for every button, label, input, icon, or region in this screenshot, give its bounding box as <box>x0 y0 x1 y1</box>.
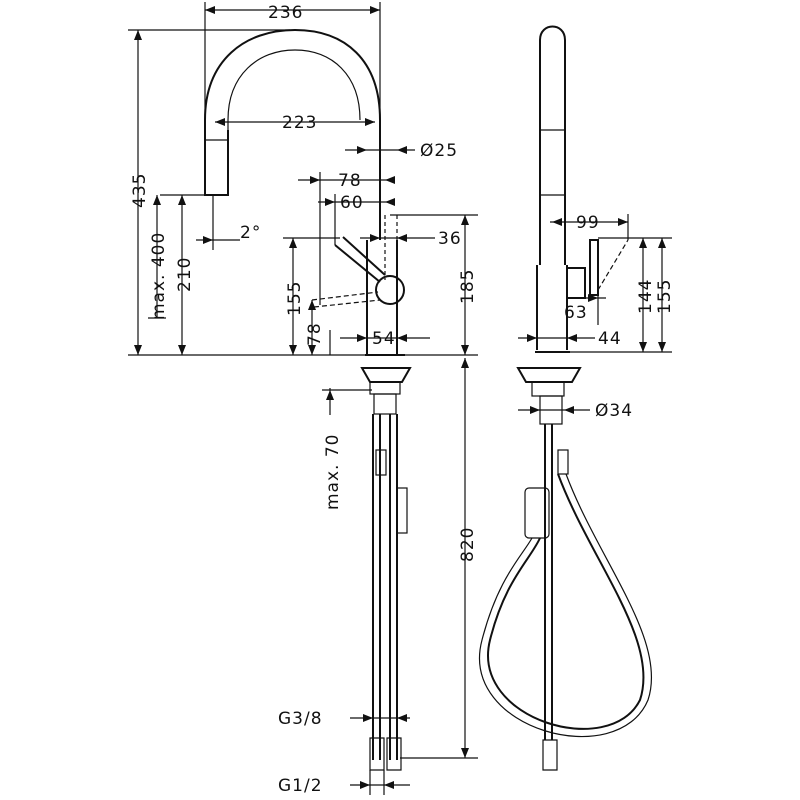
side-dimension-lines <box>518 214 672 414</box>
side-hose-weight <box>524 487 550 539</box>
dim-435: 435 <box>130 173 150 208</box>
dim-diameter-25: Ø25 <box>420 141 458 161</box>
supply-hose-right <box>389 414 398 760</box>
dim-223: 223 <box>282 113 317 133</box>
spray-head <box>204 130 229 196</box>
side-lever <box>589 239 599 296</box>
spout-outer <box>204 28 381 240</box>
side-view <box>479 25 653 771</box>
side-mounting-plate <box>516 367 582 383</box>
dim-36: 36 <box>438 229 462 249</box>
front-dimension-lines <box>128 2 478 795</box>
dim-60: 60 <box>340 193 364 213</box>
dim-g38: G3/8 <box>278 709 323 729</box>
side-body <box>536 265 568 350</box>
supply-hose-left <box>372 414 381 760</box>
side-spout <box>539 25 566 265</box>
lever-arm <box>334 236 386 283</box>
dim-g12: G1/2 <box>278 776 323 796</box>
dim-63: 63 <box>564 303 588 323</box>
dim-2-degrees: 2° <box>240 223 261 243</box>
dim-210: 210 <box>175 257 195 292</box>
hose-weight <box>396 487 408 534</box>
dim-max-70: max. 70 <box>323 434 343 510</box>
dim-max-400: max. 400 <box>149 232 169 320</box>
dim-diameter-34: Ø34 <box>595 401 633 421</box>
mounting-plate <box>360 367 412 383</box>
dim-144: 144 <box>636 279 656 314</box>
dim-54: 54 <box>372 329 396 349</box>
dim-78-vertical: 78 <box>305 322 325 346</box>
dim-155: 155 <box>285 281 305 316</box>
dim-78-horizontal: 78 <box>338 171 362 191</box>
dim-820: 820 <box>458 527 478 562</box>
dim-185: 185 <box>458 269 478 304</box>
side-handle-housing <box>566 267 586 299</box>
dim-99: 99 <box>576 213 600 233</box>
hose-loop <box>487 473 645 730</box>
front-view <box>160 28 412 771</box>
spout-inner <box>227 49 361 190</box>
lever-knob <box>375 275 405 305</box>
dim-155-side: 155 <box>655 279 675 314</box>
dim-236: 236 <box>268 3 303 23</box>
dim-44: 44 <box>598 329 622 349</box>
